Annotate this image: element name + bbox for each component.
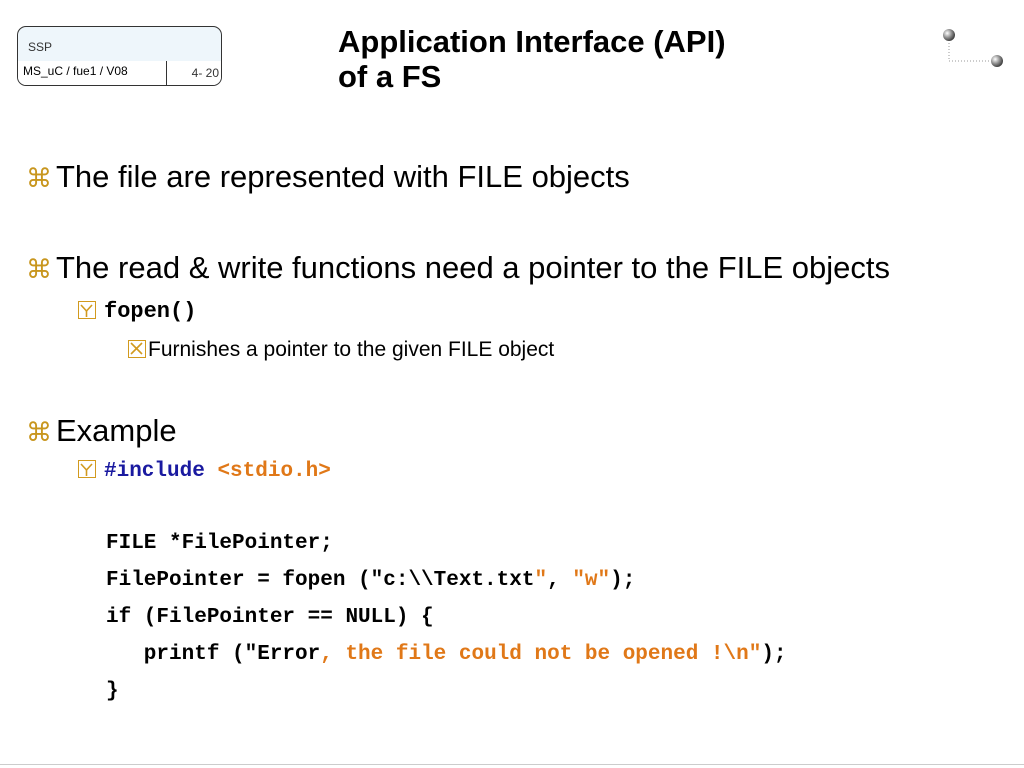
course-label: SSP (28, 40, 53, 54)
code-segment: printf ("Error (106, 643, 321, 666)
sub-sub-bullet-furnishes: Furnishes a pointer to the given FILE ob… (128, 338, 554, 362)
header-course-cell: SSP (18, 27, 221, 62)
code-segment: FilePointer = fopen ("c:\\Text.txt (106, 569, 535, 592)
code-line-4: printf ("Error, the file could not be op… (106, 643, 787, 666)
title-line-2: of a FS (338, 59, 442, 94)
bullet-text: Furnishes a pointer to the given FILE ob… (148, 338, 555, 361)
bullet-read-write: ⌘The read & write functions need a point… (26, 250, 890, 287)
title-line-1: Application Interface (API) (338, 24, 726, 59)
command-icon: ⌘ (26, 254, 52, 284)
bullet-example: ⌘Example (26, 413, 177, 450)
code-segment: ); (610, 569, 636, 592)
checkbox-x-icon (128, 340, 146, 358)
bead-connector-logo (943, 29, 1003, 67)
bullet-text: The read & write functions need a pointe… (56, 250, 891, 285)
code-segment: ); (761, 643, 787, 666)
code-line-1: FILE *FilePointer; (106, 532, 333, 555)
sub-bullet-fopen: fopen() (78, 297, 196, 324)
bullet-text: The file are represented with FILE objec… (56, 159, 630, 194)
bullet-file-objects: ⌘The file are represented with FILE obje… (26, 159, 630, 196)
code-string: "w" (572, 569, 611, 592)
checkbox-checked-icon (78, 460, 96, 478)
footer-divider (0, 764, 1024, 765)
code-line-2: FilePointer = fopen ("c:\\Text.txt", "w"… (106, 569, 635, 592)
page-number: 4- 20 (191, 66, 219, 80)
code-line-3: if (FilePointer == NULL) { (106, 606, 434, 629)
header-page-cell: 4- 20 (167, 61, 221, 85)
checkbox-checked-icon (78, 301, 96, 319)
include-keyword: #include (104, 460, 205, 483)
module-label: MS_uC / fue1 / V08 (23, 64, 128, 78)
slide-title: Application Interface (API) of a FS (338, 24, 898, 94)
code-string: , the file could not be opened !\n" (320, 643, 762, 666)
code-segment: , (547, 569, 573, 592)
code-string: " (534, 569, 548, 592)
code-line-5: } (106, 680, 119, 703)
command-icon: ⌘ (26, 163, 52, 193)
fopen-function: fopen() (104, 299, 197, 324)
include-header: <stdio.h> (217, 460, 331, 483)
command-icon: ⌘ (26, 417, 52, 447)
header-module-cell: MS_uC / fue1 / V08 (18, 61, 167, 85)
bullet-text: Example (56, 413, 177, 448)
header-box: SSP MS_uC / fue1 / V08 4- 20 (17, 26, 222, 86)
sub-bullet-include: #include <stdio.h> (78, 458, 331, 483)
